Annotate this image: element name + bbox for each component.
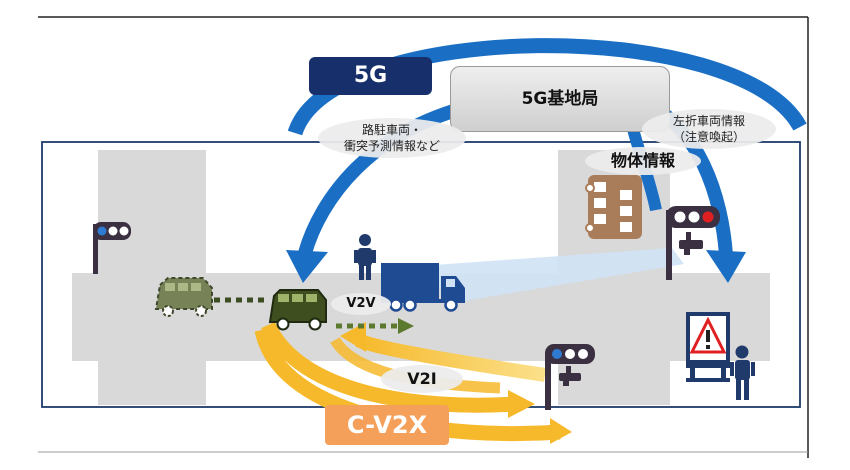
warning-sign-icon bbox=[686, 312, 730, 382]
info-line: （注意喚起） bbox=[672, 130, 745, 144]
pedestrian-icon bbox=[730, 345, 755, 400]
car-icon bbox=[268, 289, 327, 331]
c-v2x-badge: C-V2X bbox=[325, 405, 449, 445]
info-line: 路駐車両・ bbox=[361, 123, 422, 137]
camera-icon bbox=[559, 366, 581, 386]
truck-icon bbox=[381, 263, 465, 312]
bus-icon bbox=[585, 175, 642, 239]
object-info-label: 物体情報 bbox=[585, 147, 701, 175]
info-line: 左折車両情報 bbox=[672, 114, 745, 128]
pedestrian-icon bbox=[354, 234, 376, 280]
outer-frame bbox=[38, 16, 809, 458]
camera-view-beam bbox=[420, 248, 684, 303]
traffic-light-icon bbox=[93, 222, 131, 274]
5g-base-station-label: 5G基地局 bbox=[450, 66, 670, 132]
parked-vehicle-info-bubble: 路駐車両・ 衝突予測情報など bbox=[318, 118, 466, 158]
5g-network-badge: 5G bbox=[309, 57, 432, 95]
info-line: 衝突予測情報など bbox=[343, 139, 440, 153]
car-icon bbox=[154, 277, 213, 317]
traffic-light-icon bbox=[545, 344, 595, 410]
vehicle-path-arrow bbox=[214, 297, 414, 334]
left-turn-info-bubble: 左折車両情報 （注意喚起） bbox=[642, 109, 776, 149]
traffic-light-icon bbox=[666, 206, 720, 280]
v2v-label: V2V bbox=[331, 293, 391, 315]
camera-icon bbox=[679, 232, 703, 255]
v2i-label: V2I bbox=[381, 365, 463, 393]
